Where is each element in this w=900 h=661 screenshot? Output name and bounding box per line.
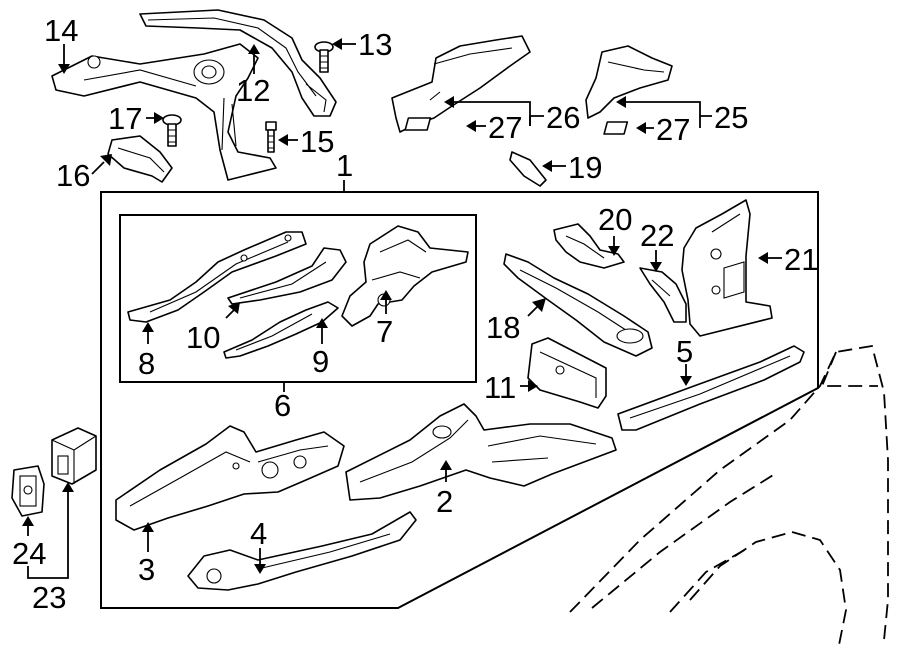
part-7-rail-end [341, 225, 469, 327]
callout-14: 14 [44, 13, 78, 48]
callout-22: 22 [640, 218, 674, 253]
part-24-mount [11, 465, 45, 517]
part-14-apron [51, 43, 277, 181]
callout-13: 13 [358, 27, 392, 62]
callout-26: 26 [546, 100, 580, 135]
callout-23: 23 [32, 580, 66, 615]
callout-27-left: 27 [488, 110, 522, 145]
callout-25: 25 [714, 100, 748, 135]
callout-2: 2 [436, 484, 453, 519]
callout-4: 4 [250, 516, 267, 551]
part-8-member [127, 231, 307, 323]
callout-5: 5 [676, 334, 693, 369]
callout-6: 6 [274, 388, 291, 423]
part-10-member [227, 247, 347, 305]
callout-15: 15 [300, 124, 334, 159]
callout-24: 24 [12, 536, 46, 571]
part-5-rocker [617, 345, 805, 431]
part-11-plate [527, 337, 607, 409]
part-12-upper-reinforcement [139, 9, 337, 117]
part-21-pillar [681, 199, 773, 337]
part-3-frame-rail [115, 425, 345, 531]
part-23-box [51, 427, 97, 485]
part-18-rail [503, 253, 653, 357]
part-13-bolt [314, 41, 334, 73]
callout-labels: 14 12 13 17 15 16 1 26 27 25 27 19 20 22… [12, 13, 818, 615]
leader-lines [22, 38, 782, 579]
fender-outline [569, 344, 889, 651]
callout-7: 7 [376, 314, 393, 349]
part-16-bracket [107, 135, 173, 183]
callout-17: 17 [108, 101, 142, 136]
callout-12: 12 [236, 73, 270, 108]
callout-20: 20 [598, 202, 632, 237]
callout-19: 19 [568, 150, 602, 185]
callout-18: 18 [486, 310, 520, 345]
callout-27-right: 27 [656, 112, 690, 147]
part-19-clip [509, 151, 547, 187]
part-17-bolt [162, 114, 182, 147]
callout-16: 16 [56, 158, 90, 193]
callout-8: 8 [138, 346, 155, 381]
callout-1: 1 [336, 148, 353, 183]
subassembly-frame-6 [119, 214, 477, 383]
part-15-bolt [265, 121, 277, 153]
assembly-frame-1 [100, 191, 819, 609]
callout-11: 11 [484, 370, 516, 405]
part-22-gusset [639, 267, 687, 323]
part-26-shield [391, 35, 531, 133]
callout-21: 21 [784, 242, 818, 277]
callout-3: 3 [138, 552, 155, 587]
part-9-member [223, 301, 339, 359]
part-2-floor-rail [345, 403, 617, 501]
part-25-shield [585, 45, 673, 135]
callout-9: 9 [312, 344, 329, 379]
callout-10: 10 [186, 320, 220, 355]
part-20-bracket [553, 223, 625, 269]
part-4-sill [187, 511, 417, 591]
